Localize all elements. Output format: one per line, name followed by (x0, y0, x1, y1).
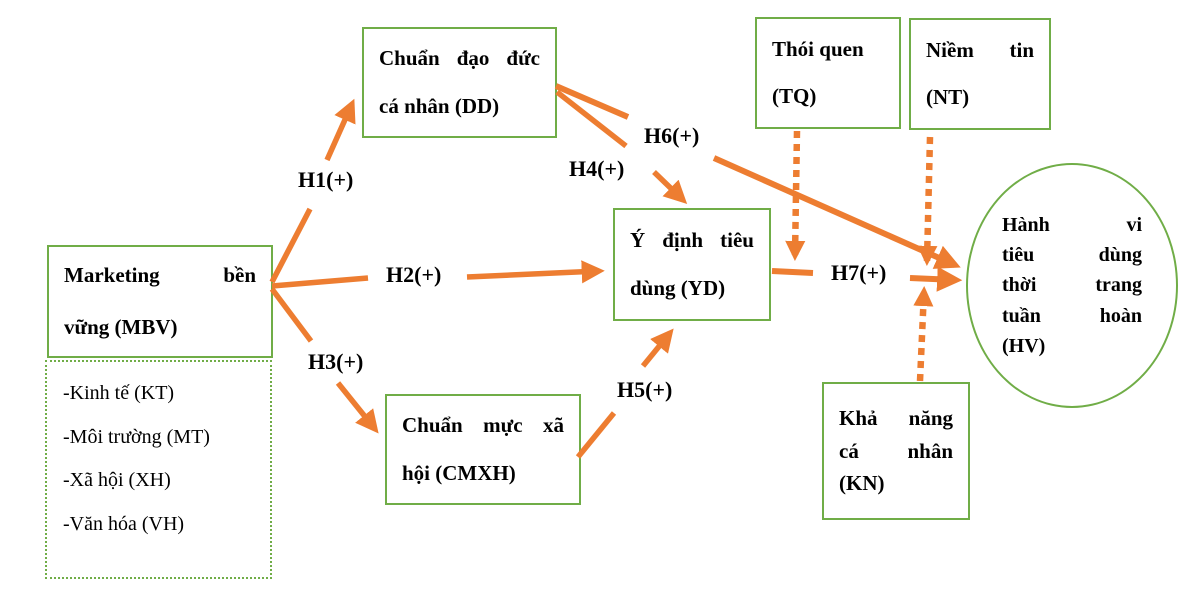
h4-arrow-line-1 (555, 89, 628, 149)
node-label-line: (TQ) (772, 84, 817, 108)
node-niem-tin: Niềm tin (NT) (909, 18, 1051, 130)
node-label-line: vững (MBV) (64, 314, 178, 339)
h1-arrow-line-1 (269, 207, 313, 284)
node-label-line: Niềm tin (926, 37, 1034, 62)
node-label-line: Thói quen (772, 36, 864, 61)
dimension-item: -Môi trường (MT) (63, 425, 210, 448)
node-label-line: (HV) (1002, 335, 1046, 358)
h4-arrow-line-2 (652, 170, 688, 205)
node-chuan-muc-xa-hoi: Chuẩn mực xã hội (CMXH) (385, 394, 581, 505)
node-label-line: Khả năng (839, 406, 953, 431)
dimension-item: -Văn hóa (VH) (63, 512, 185, 535)
h6-label: H6(+) (642, 123, 702, 148)
node-label-line: cá nhân (DD) (379, 93, 500, 118)
h7-label: H7(+) (829, 260, 889, 285)
h1-arrow-line-2 (324, 98, 356, 162)
h7-arrow-line-2 (909, 266, 963, 292)
h3-label: H3(+) (306, 349, 366, 374)
tq-moderator-dotted-arrow (785, 130, 806, 262)
node-label-line: tuần hoàn (1002, 304, 1142, 327)
nt-moderator-dotted-arrow (917, 136, 938, 267)
node-label-line: Marketing bền (64, 263, 256, 288)
node-label-line: Ý định tiêu (630, 228, 754, 253)
h2-arrow-line-2 (466, 260, 605, 284)
node-label-line: thời trang (1002, 274, 1142, 297)
node-label-line: dùng (YD) (630, 275, 726, 300)
h2-label: H2(+) (384, 262, 444, 287)
node-label-line: cá nhân (839, 438, 953, 463)
h4-label: H4(+) (567, 156, 627, 181)
node-label-line: (NT) (926, 85, 970, 109)
mbv-dimensions-box: -Kinh tế (KT) -Môi trường (MT) -Xã hội (… (45, 360, 272, 579)
node-label-line: hội (CMXH) (402, 460, 516, 485)
h5-arrow-line-1 (575, 411, 617, 459)
h5-arrow-line-2 (640, 328, 674, 368)
h1-label: H1(+) (296, 167, 356, 192)
kn-moderator-dotted-arrow (913, 285, 934, 382)
node-marketing-ben-vung: Marketing bền vững (MBV) (47, 245, 273, 358)
h3-arrow-line-2 (335, 381, 379, 434)
node-y-dinh-tieu-dung: Ý định tiêu dùng (YD) (613, 208, 771, 321)
h7-arrow-line-1 (771, 268, 814, 276)
h6-arrow-line-1 (554, 83, 630, 120)
h2-arrow-line-1 (271, 275, 369, 289)
node-label-line: (KN) (839, 471, 885, 496)
node-thoi-quen: Thói quen (TQ) (755, 17, 901, 129)
h5-label: H5(+) (615, 377, 675, 402)
node-hanh-vi-tieu-dung: Hành vi tiêu dùng thời trang tuần hoàn (… (966, 163, 1178, 408)
node-kha-nang-ca-nhan: Khả năng cá nhân (KN) (822, 382, 970, 520)
dimension-item: -Xã hội (XH) (63, 469, 171, 492)
node-label-line: Chuẩn mực xã (402, 413, 564, 438)
node-label-line: tiêu dùng (1002, 243, 1142, 266)
node-label-line: Chuẩn đạo đức (379, 46, 540, 71)
node-chuan-dao-duc: Chuẩn đạo đức cá nhân (DD) (362, 27, 557, 138)
dimension-item: -Kinh tế (KT) (63, 382, 175, 404)
node-label-line: Hành vi (1002, 213, 1142, 236)
h3-arrow-line-1 (269, 287, 314, 343)
